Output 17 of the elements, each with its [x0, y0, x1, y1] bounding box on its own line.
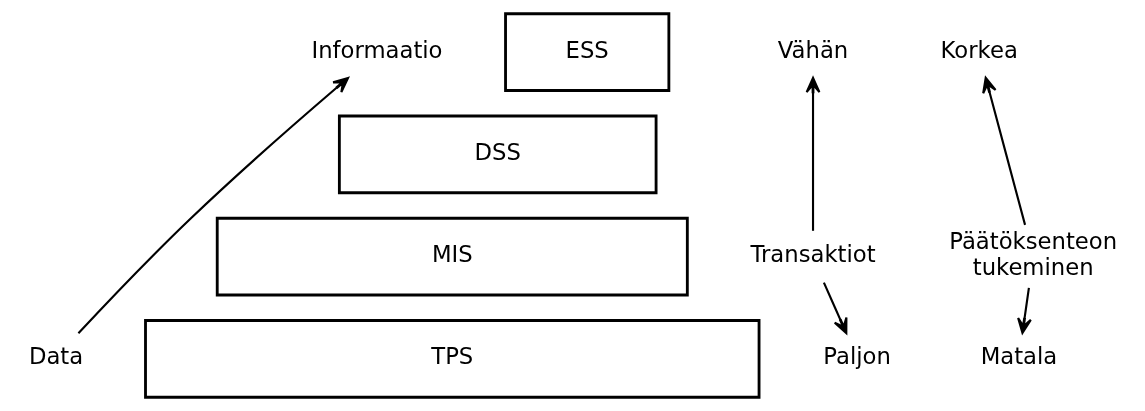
arrow	[1016, 287, 1032, 335]
node-box: TPS	[143, 319, 760, 399]
node-box: ESS	[503, 12, 670, 92]
node-text: Päätöksenteon tukeminen	[948, 228, 1117, 280]
node-box: DSS	[337, 114, 657, 195]
arrow	[981, 76, 1026, 226]
arrow	[77, 76, 349, 334]
node-text: Paljon	[822, 343, 891, 370]
node-text: Vähän	[777, 36, 848, 63]
node-box: MIS	[215, 216, 689, 297]
node-text: Transaktiot	[749, 241, 876, 268]
arrow	[822, 282, 847, 335]
node-text: Korkea	[940, 36, 1018, 63]
node-text: Data	[28, 343, 83, 370]
arrow	[805, 76, 820, 231]
node-text: Informaatio	[310, 36, 443, 63]
node-text: Matala	[980, 343, 1057, 370]
